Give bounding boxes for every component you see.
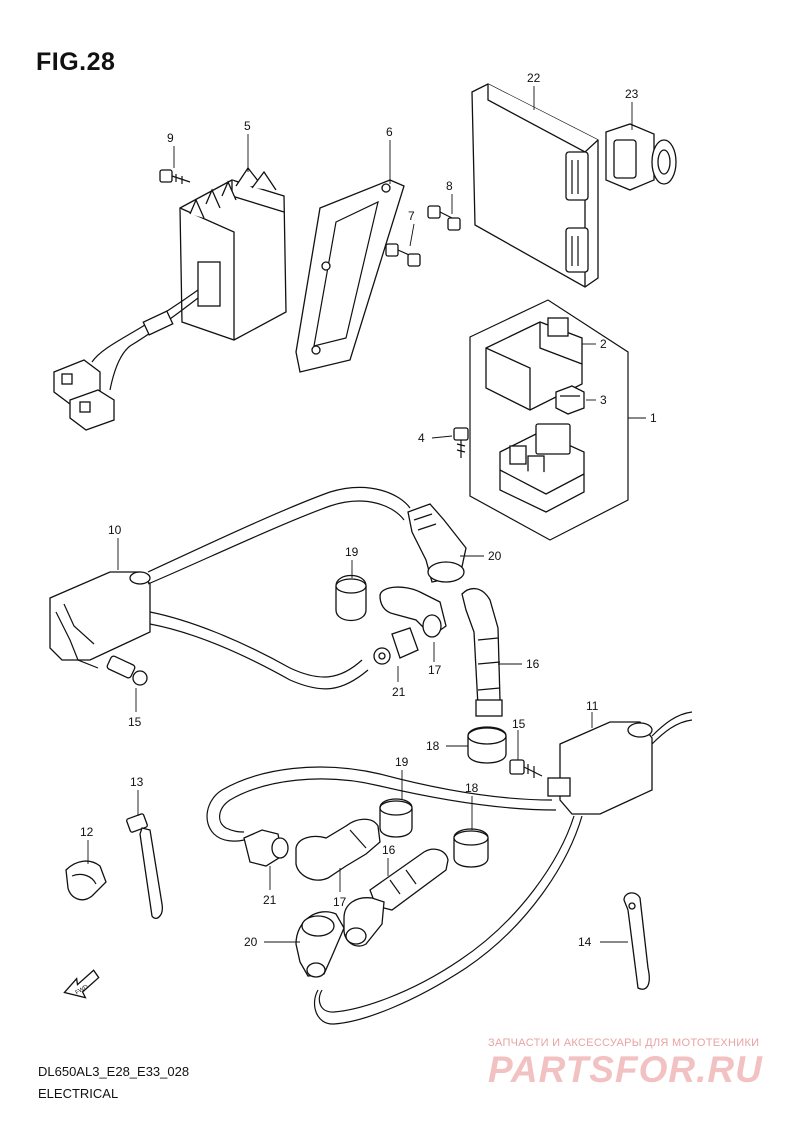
plug-cap-16-upper — [461, 588, 503, 717]
callout-21-lower: 21 — [263, 893, 277, 907]
clamp-12 — [65, 860, 107, 901]
callout-9: 9 — [167, 131, 174, 145]
seal-19-upper — [335, 574, 367, 622]
callout-21-upper: 21 — [392, 685, 406, 699]
connector-23 — [605, 123, 677, 191]
terminal-21-upper — [373, 627, 419, 665]
callout-14: 14 — [578, 935, 592, 949]
watermark-tagline: ЗАПЧАСТИ И АКСЕССУАРЫ ДЛЯ МОТОТЕХНИКИ — [488, 1037, 760, 1049]
ignition-coil-front — [49, 571, 151, 686]
callout-15-left: 15 — [128, 715, 142, 729]
callout-17-upper: 17 — [428, 663, 442, 677]
callout-15-right: 15 — [512, 717, 526, 731]
callout-19-upper: 19 — [345, 545, 359, 559]
callout-23: 23 — [625, 87, 639, 101]
callout-11: 11 — [586, 699, 599, 713]
callout-3: 3 — [600, 393, 607, 407]
mounting-bracket-6 — [295, 179, 405, 373]
callout-labels: 22 23 9 5 6 8 7 2 3 1 4 10 20 19 17 16 2… — [80, 71, 657, 949]
fuse-3 — [555, 385, 585, 415]
hv-cable-front-lower — [149, 611, 369, 690]
relay-cover-2 — [485, 317, 583, 411]
callout-18-lower: 18 — [465, 781, 479, 795]
callout-10: 10 — [108, 523, 122, 537]
cable-tie-13 — [126, 813, 163, 919]
diagram-section: ELECTRICAL — [38, 1086, 119, 1101]
bolt-4 — [453, 427, 469, 458]
callout-16-lower: 16 — [382, 843, 396, 857]
callout-16-upper: 16 — [526, 657, 540, 671]
seal-19-lower — [379, 798, 413, 838]
plug-cap-17-upper — [379, 586, 447, 638]
clamp-band-14 — [623, 892, 650, 990]
callout-20-lower: 20 — [244, 935, 258, 949]
bolt-8 — [427, 205, 461, 231]
ignition-coil-rear — [547, 711, 693, 815]
callout-7: 7 — [408, 209, 415, 223]
seal-18-lower — [453, 828, 489, 868]
plug-cap-20-upper — [407, 503, 467, 583]
hv-cable-rear-lower — [313, 815, 583, 1025]
bolt-7 — [385, 243, 421, 267]
callout-2: 2 — [600, 337, 607, 351]
ecm-unit — [471, 83, 599, 288]
plug-cap-16-lower — [343, 848, 449, 947]
plug-cap-17-lower — [295, 818, 381, 881]
callout-22: 22 — [527, 71, 541, 85]
callout-4: 4 — [418, 431, 425, 445]
callout-1: 1 — [650, 411, 657, 425]
plug-cap-20-lower — [295, 911, 345, 978]
regulator-rectifier — [53, 166, 287, 431]
hv-cable-rear-left — [206, 766, 557, 842]
relay-assembly-box — [469, 299, 629, 541]
seal-18-upper — [467, 726, 507, 764]
relay-base — [499, 423, 585, 513]
callout-6: 6 — [386, 125, 393, 139]
hv-cable-front-upper — [147, 486, 411, 585]
callout-12: 12 — [80, 825, 94, 839]
callout-17-lower: 17 — [333, 895, 347, 909]
figure-title: FIG.28 — [36, 48, 116, 76]
callout-18-upper: 18 — [426, 739, 440, 753]
callout-8: 8 — [446, 179, 453, 193]
bolt-9 — [159, 169, 191, 184]
callout-13: 13 — [130, 775, 144, 789]
watermark-logo: PARTSFOR.RU — [488, 1049, 763, 1090]
bolt-15-right — [509, 759, 543, 778]
leader-lines — [87, 86, 646, 943]
callout-19-lower: 19 — [395, 755, 409, 769]
fwd-arrow-icon: FWD — [63, 969, 100, 999]
terminal-21-lower — [243, 829, 289, 867]
callout-5: 5 — [244, 119, 251, 133]
diagram-code: DL650AL3_E28_E33_028 — [38, 1064, 190, 1079]
callout-20-upper: 20 — [488, 549, 502, 563]
